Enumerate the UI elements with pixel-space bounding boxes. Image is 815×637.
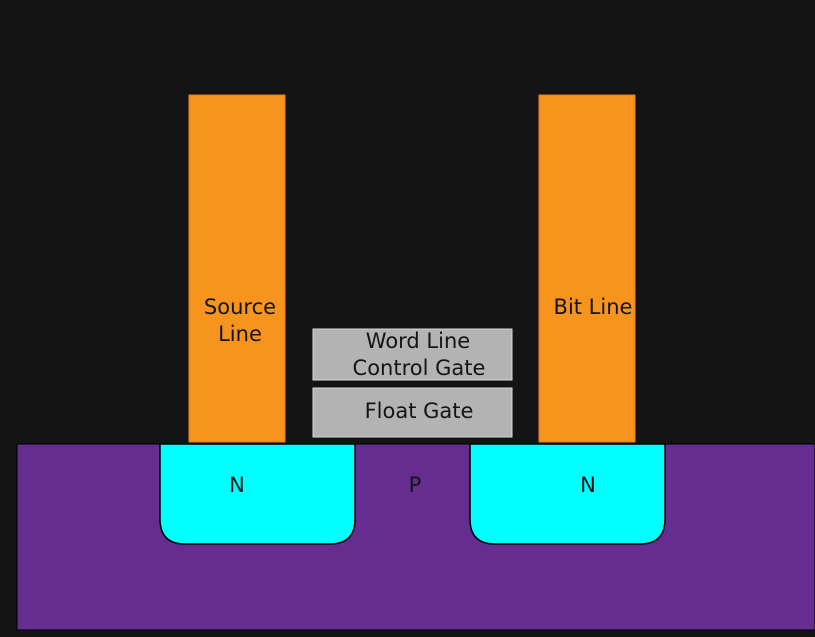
source-line-label: Source	[204, 295, 276, 319]
word-line-label: Word Line	[366, 329, 470, 353]
source-line-label-2: Line	[218, 322, 262, 346]
p-substrate-label: P	[409, 473, 422, 497]
word-line-control-gate	[312, 328, 513, 381]
n-region-drain	[469, 443, 666, 545]
control-gate-label: Control Gate	[353, 356, 486, 380]
p-substrate	[16, 443, 815, 631]
float-gate-label: Float Gate	[365, 399, 474, 423]
source-line	[188, 94, 286, 443]
n-region-source-label: N	[229, 473, 245, 497]
bit-line-label: Bit Line	[554, 295, 633, 319]
n-region-drain-label: N	[580, 473, 596, 497]
float-gate	[312, 387, 513, 438]
n-region-source	[159, 443, 356, 545]
bit-line	[538, 94, 636, 443]
